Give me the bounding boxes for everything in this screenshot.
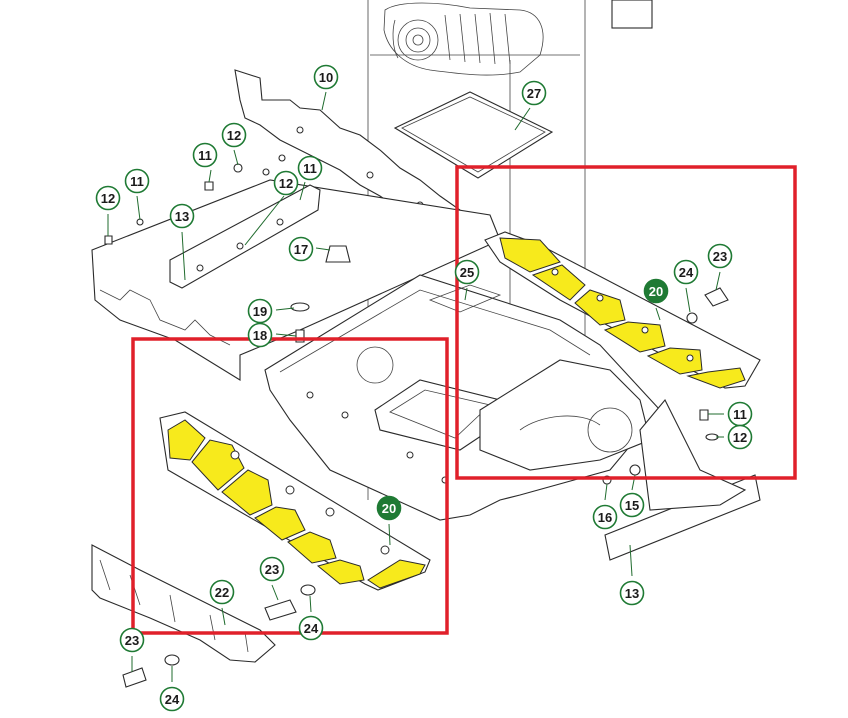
callout-13: 13: [169, 203, 195, 229]
callout-circle: [376, 495, 402, 521]
callout-circle: [643, 278, 669, 304]
callout-label: 11: [303, 161, 317, 176]
callout-label: 11: [198, 148, 212, 163]
callout-19: 19: [247, 298, 273, 324]
callout-label: 11: [733, 407, 747, 422]
callout-circle: [247, 322, 273, 348]
callout-20: 20: [643, 278, 669, 304]
callout-circle: [247, 298, 273, 324]
highlight-box-left: [131, 337, 449, 635]
callout-label: 10: [319, 70, 333, 85]
callout-label: 18: [253, 328, 267, 343]
callout-label: 23: [125, 633, 139, 648]
gasket-27: [393, 91, 554, 179]
callout-23: 23: [119, 627, 145, 653]
callout-11: 11: [297, 155, 323, 181]
callout-label: 12: [733, 430, 747, 445]
callout-18: 18: [247, 322, 273, 348]
callout-label: 12: [101, 191, 115, 206]
callout-17: 17: [288, 236, 314, 262]
callout-15: 15: [619, 492, 645, 518]
skid-plate-20-right: [484, 231, 761, 389]
callout-circle: [159, 686, 185, 712]
callout-label: 11: [130, 174, 144, 189]
callout-label: 13: [175, 209, 189, 224]
side-plate-left: [91, 179, 501, 381]
callout-20: 20: [376, 495, 402, 521]
callout-23: 23: [707, 243, 733, 269]
callout-12: 12: [273, 170, 299, 196]
callout-11: 11: [124, 168, 150, 194]
callout-23: 23: [259, 556, 285, 582]
callout-circle: [259, 556, 285, 582]
callout-label: 27: [527, 86, 541, 101]
callout-circle: [454, 259, 480, 285]
callout-label: 13: [625, 586, 639, 601]
callout-label: 20: [382, 501, 396, 516]
callout-circle: [119, 627, 145, 653]
callout-label: 12: [227, 128, 241, 143]
callout-27: 27: [521, 80, 547, 106]
callout-13: 13: [619, 580, 645, 606]
callout-24: 24: [298, 615, 324, 641]
callout-12: 12: [221, 122, 247, 148]
callout-24: 24: [673, 259, 699, 285]
callout-label: 20: [649, 284, 663, 299]
chassis-frame: [264, 274, 661, 521]
callout-label: 16: [598, 510, 612, 525]
callout-label: 23: [265, 562, 279, 577]
callout-circle: [727, 424, 753, 450]
callout-label: 23: [713, 249, 727, 264]
callout-11: 11: [192, 142, 218, 168]
callout-circle: [209, 579, 235, 605]
callout-circle: [673, 259, 699, 285]
callout-circle: [192, 142, 218, 168]
callout-circle: [169, 203, 195, 229]
callout-circle: [288, 236, 314, 262]
callout-24: 24: [159, 686, 185, 712]
callout-circle: [124, 168, 150, 194]
callout-label: 19: [253, 304, 267, 319]
skid-22: [91, 544, 276, 663]
callout-circle: [619, 580, 645, 606]
leader-lines: [107, 91, 724, 682]
callout-circle: [273, 170, 299, 196]
callout-circle: [619, 492, 645, 518]
callout-25: 25: [454, 259, 480, 285]
callout-circle: [298, 615, 324, 641]
callout-circle: [313, 64, 339, 90]
callout-label: 24: [679, 265, 694, 280]
callout-label: 22: [215, 585, 229, 600]
callout-circle: [707, 243, 733, 269]
callout-10: 10: [313, 64, 339, 90]
callout-circle: [521, 80, 547, 106]
callout-11: 11: [727, 401, 753, 427]
callout-label: 15: [625, 498, 639, 513]
callout-label: 24: [165, 692, 180, 707]
callout-circle: [95, 185, 121, 211]
callout-12: 12: [727, 424, 753, 450]
callout-circle: [592, 504, 618, 530]
callout-label: 12: [279, 176, 293, 191]
callout-16: 16: [592, 504, 618, 530]
highlight-box-right: [455, 165, 797, 480]
skid-plate-20-left: [159, 411, 431, 591]
callout-label: 24: [304, 621, 319, 636]
bracket-10: [234, 69, 463, 236]
callout-label: 25: [460, 265, 474, 280]
callout-12: 12: [95, 185, 121, 211]
callout-22: 22: [209, 579, 235, 605]
callout-circle: [221, 122, 247, 148]
plate-13-right: [604, 399, 761, 561]
callout-group: 10 27 12 11 11 12 11 12 13 17 25 19 18 24 23 20 11 12 15 16…: [95, 64, 753, 712]
callout-circle: [297, 155, 323, 181]
callout-label: 17: [294, 242, 308, 257]
